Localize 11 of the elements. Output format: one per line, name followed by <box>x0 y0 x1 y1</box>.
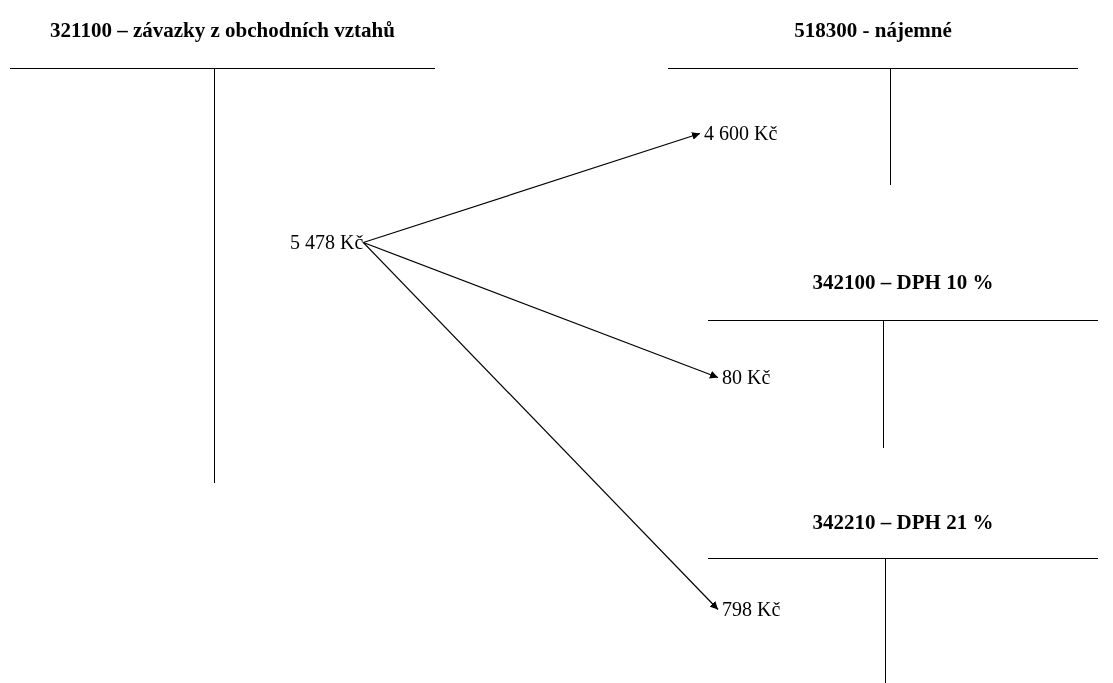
amount-text: 4 600 Kč <box>704 122 778 145</box>
amount-text: 798 Kč <box>722 598 781 621</box>
account-heading: 518300 - nájemné <box>793 18 953 43</box>
amount-text: 5 478 Kč <box>290 231 364 254</box>
arrow <box>362 241 719 379</box>
account-heading: 342100 – DPH 10 % <box>811 270 995 295</box>
amount-text: 80 Kč <box>722 366 771 389</box>
arrow <box>362 132 701 244</box>
arrow <box>362 241 719 611</box>
account-heading: 321100 – závazky z obchodních vztahů <box>49 18 396 43</box>
account-heading: 342210 – DPH 21 % <box>811 510 995 535</box>
